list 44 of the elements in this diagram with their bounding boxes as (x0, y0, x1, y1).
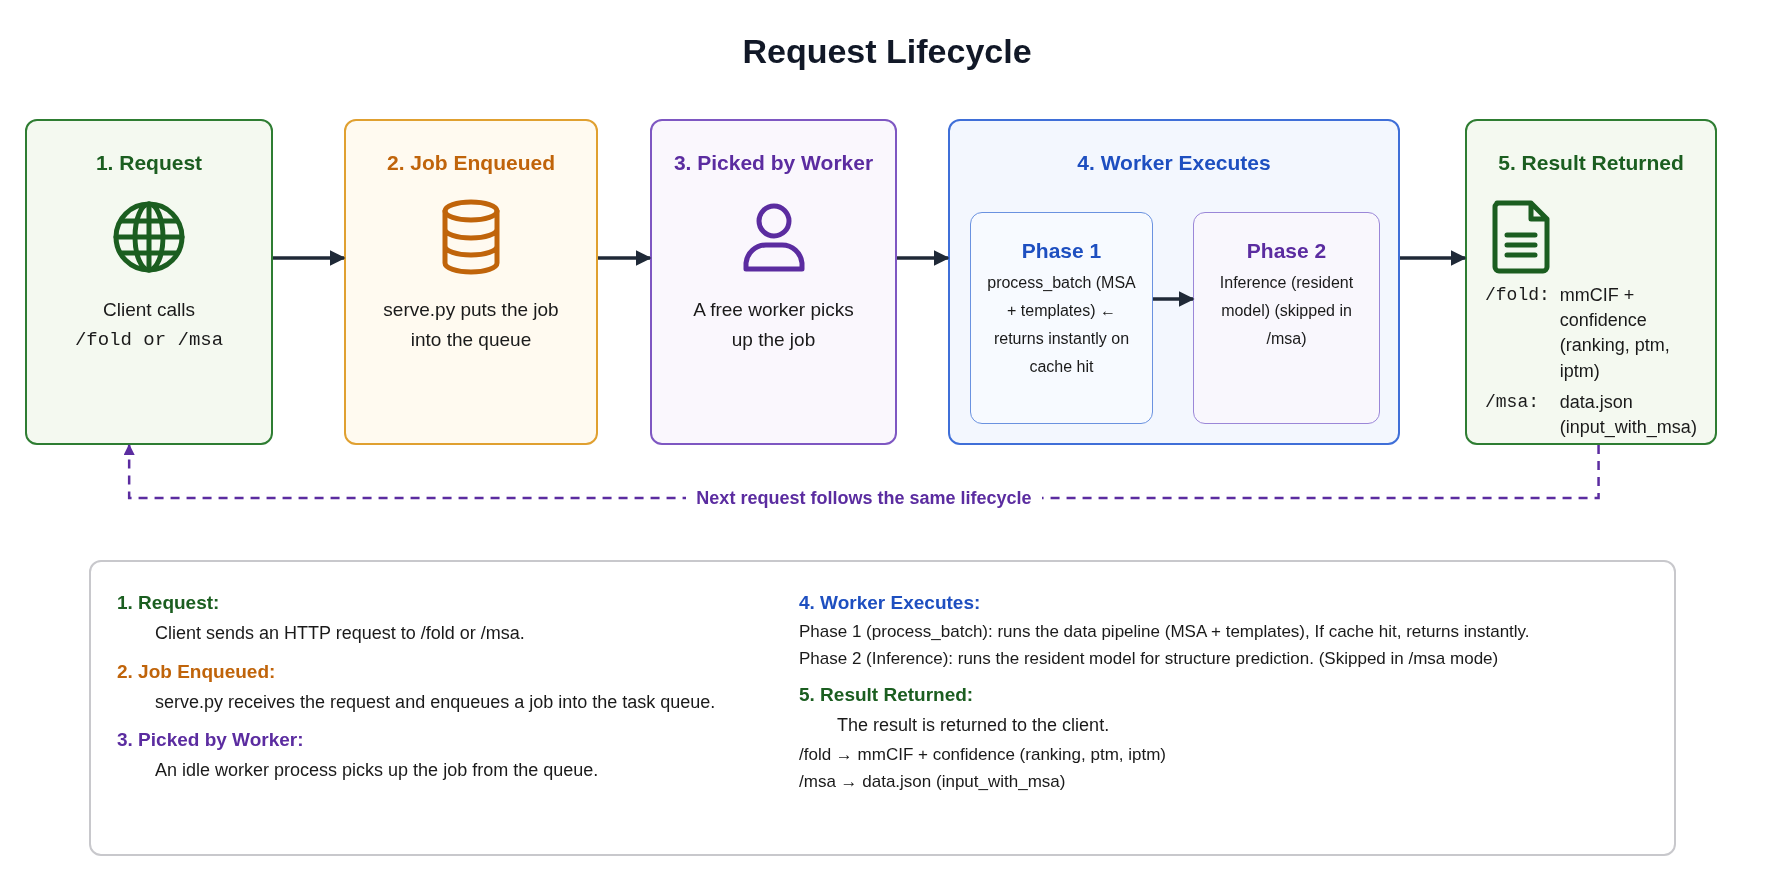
step-box (1465, 119, 1717, 445)
node-text: serve.py puts the job into the queue (382, 298, 560, 353)
node-text: Client calls (102, 298, 196, 322)
node-text: A free worker picks up the job (692, 298, 855, 353)
note-text: serve.py receives the request and enqueues a job into the task queue. (155, 690, 717, 714)
arrow (598, 250, 652, 266)
note-heading: 5. Result Returned: (799, 684, 975, 707)
node-heading: 2. Job Enqueued (387, 151, 555, 175)
node-heading: 1. Request (95, 151, 203, 175)
note-text: The result is returned to the client. (837, 714, 1111, 738)
node-text: mmCIF + confidence (ranking, ptm, iptm) (1559, 284, 1671, 383)
bullet-item: /msa → data.json (input_with_msa) (799, 771, 1067, 794)
phase-box (970, 212, 1153, 424)
node-text: data.json (input_with_msa) (1559, 390, 1698, 440)
node-heading: Phase 2 (1246, 239, 1327, 263)
node-text: /fold or /msa (73, 328, 225, 354)
node-text: process_batch (MSA + templates) ← returns instantly on cache hit (986, 273, 1137, 377)
group-box (948, 119, 1400, 445)
arrow (1400, 250, 1467, 266)
arrow (273, 250, 346, 266)
note-heading: 3. Picked by Worker: (117, 729, 305, 752)
step-box (25, 119, 273, 445)
note-heading: 1. Request: (117, 592, 221, 614)
step-box (650, 119, 897, 445)
node-text: Inference (resident model) (skipped in /msa) (1218, 273, 1355, 349)
node-heading: 3. Picked by Worker (673, 151, 874, 175)
arrow (897, 250, 950, 266)
notes-panel (89, 560, 1676, 856)
phase-box (1193, 212, 1380, 424)
bullet-item: Phase 1 (process_batch): runs the data pipeline (MSA + templates), If cache hit, returns instantly. (799, 621, 1531, 643)
node-text: /msa: (1485, 390, 1540, 414)
step-box (344, 119, 598, 445)
node-heading: Phase 1 (1021, 239, 1102, 263)
diagram-title: Request Lifecycle (741, 32, 1033, 71)
bullet-item: /fold → mmCIF + confidence (ranking, ptm, iptm) (799, 743, 1168, 766)
bullet-item: Phase 2 (Inference): runs the resident model for structure prediction. (Skipped in /msa mode) (799, 648, 1500, 671)
arrow (1153, 291, 1195, 307)
note-heading: 4. Worker Executes: (799, 592, 982, 614)
node-heading: 5. Result Returned (1497, 151, 1685, 175)
note-text: An idle worker process picks up the job from the queue. (155, 759, 600, 783)
note-heading: 2. Job Enqueued: (117, 660, 277, 683)
node-text: /fold: (1485, 284, 1550, 307)
note-text: Client sends an HTTP request to /fold or /msa. (155, 622, 526, 645)
node-heading: 4. Worker Executes (1077, 151, 1271, 175)
